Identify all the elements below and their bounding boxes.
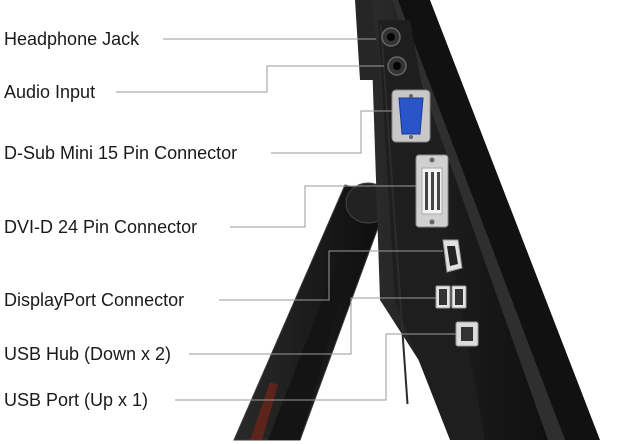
label-audio-input: Audio Input bbox=[4, 82, 96, 102]
headphone-jack-port bbox=[381, 27, 401, 47]
leader-dsub bbox=[271, 110, 392, 154]
dsub-port bbox=[391, 89, 431, 143]
leader-audio-input bbox=[116, 65, 384, 93]
label-dsub-connector: D-Sub Mini 15 Pin Connector bbox=[4, 143, 238, 163]
usb-hub-ports bbox=[435, 285, 467, 309]
label-usb-hub: USB Hub (Down x 2) bbox=[4, 344, 172, 364]
label-displayport-connector: DisplayPort Connector bbox=[4, 290, 185, 310]
leader-displayport bbox=[219, 250, 443, 301]
leader-usb-hub bbox=[189, 297, 436, 355]
audio-input-port bbox=[387, 56, 407, 76]
label-headphone-jack: Headphone Jack bbox=[4, 29, 140, 49]
leader-lines bbox=[116, 38, 456, 401]
monitor-stand bbox=[233, 182, 391, 441]
label-usb-port: USB Port (Up x 1) bbox=[4, 390, 149, 410]
stand-accent bbox=[250, 382, 278, 440]
leader-usb-port bbox=[175, 333, 456, 401]
usb-upstream-port bbox=[455, 321, 479, 347]
label-dvid-connector: DVI-D 24 Pin Connector bbox=[4, 217, 198, 237]
leader-dvid bbox=[230, 185, 416, 228]
displayport-port bbox=[442, 239, 463, 273]
dvid-port bbox=[415, 154, 449, 228]
